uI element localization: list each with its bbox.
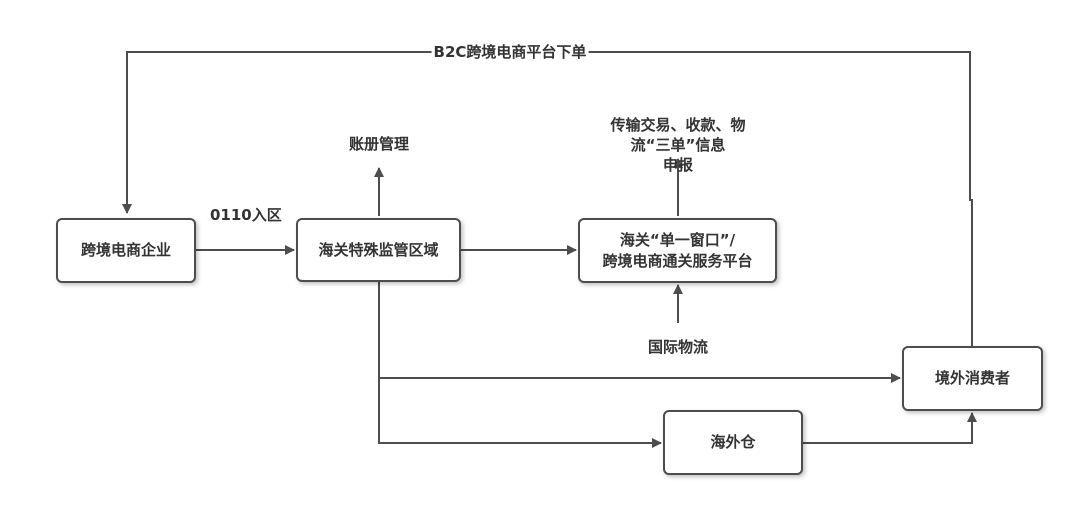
edge-warehouse-to-consumer [803,412,977,444]
node-overseas-consumer-label: 境外消费者 [934,369,1010,387]
edge-label-entry: 0110入区 [210,206,282,224]
node-special-zone: 海关特殊监管区域 [296,218,461,282]
edge-label-declare-line1: 传输交易、收款、物 [610,116,746,134]
edge-label-declare-line3: 申报 [662,156,694,174]
node-single-window-text: 海关“单一窗口”/ 跨境电商通关服务平台 [602,230,752,272]
edge-label-declare-line2: 流“三单”信息 [630,136,726,154]
node-enterprise-label: 跨境电商企业 [80,241,171,259]
edge-label-order: B2C跨境电商平台下单 [431,42,589,62]
edge-label-logistics: 国际物流 [647,338,709,356]
edge-zone-to-warehouse [378,378,662,448]
edge-label-ledger: 账册管理 [348,135,410,153]
node-single-window-line2: 跨境电商通关服务平台 [602,251,753,270]
node-special-zone-label: 海关特殊监管区域 [318,240,439,259]
node-overseas-warehouse: 海外仓 [663,410,803,475]
edge-zone-to-consumer [378,282,901,383]
node-overseas-consumer: 境外消费者 [902,346,1043,411]
node-enterprise: 跨境电商企业 [56,218,196,283]
edge-order-loop [122,51,973,346]
node-single-window-line1: 海关“单一窗口”/ [619,230,736,249]
node-single-window: 海关“单一窗口”/ 跨境电商通关服务平台 [578,218,777,283]
node-overseas-warehouse-label: 海外仓 [710,433,756,451]
